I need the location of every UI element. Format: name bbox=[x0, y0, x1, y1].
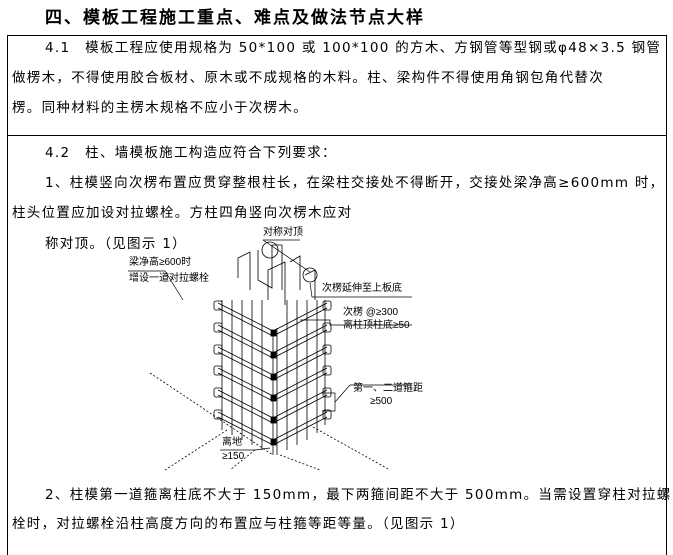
para-4-1-line2: 做楞木，不得使用胶合板材、原木或不成规格的木料。柱、梁构件不得使用角钢包角代替次 bbox=[12, 70, 604, 86]
yoke-3 bbox=[213, 344, 332, 381]
leader-lines bbox=[128, 239, 412, 451]
yoke-1 bbox=[213, 300, 332, 337]
label-spacing: 次楞 @≥300 bbox=[343, 307, 399, 318]
yoke-4 bbox=[213, 365, 332, 402]
item2-line1: 2、柱模第一道箍离柱底不大于 150mm，最下两箍间距不大于 500mm。当需设… bbox=[45, 487, 672, 503]
item1-line2: 柱头位置应加设对拉螺栓。方柱四角竖向次楞木应对 bbox=[12, 205, 353, 221]
yoke-2 bbox=[213, 322, 332, 359]
para-4-2-heading: 4.2 柱、墙模板施工构造应符合下列要求： bbox=[45, 145, 337, 161]
item1-line1: 1、柱模竖向次楞布置应贯穿整根柱长，在梁柱交接处不得断开，交接处梁净高≥600m… bbox=[45, 175, 665, 191]
label-beam-height: 梁净高≥600时 bbox=[129, 257, 192, 268]
label-hoop-spacing: 第一、二道箍距 bbox=[353, 383, 423, 394]
para-4-1-line1: 4.1 模板工程应使用规格为 50*100 或 100*100 的方木、方钢管等… bbox=[45, 40, 662, 56]
label-add-bolt: 增设一道对拉螺栓 bbox=[129, 273, 209, 284]
label-symmetric-top: 对称对顶 bbox=[263, 227, 303, 238]
content-table bbox=[7, 35, 667, 555]
column-top-studs bbox=[237, 241, 318, 305]
label-ground: 离地 bbox=[222, 437, 242, 448]
row-divider bbox=[7, 135, 667, 136]
label-ground-value: ≥150 bbox=[222, 451, 245, 462]
yoke-6 bbox=[213, 409, 332, 446]
column-yokes bbox=[213, 300, 332, 446]
column-formwork-diagram bbox=[128, 239, 412, 471]
label-extend: 次楞延伸至上板底 bbox=[322, 283, 402, 294]
yoke-5 bbox=[213, 387, 332, 424]
para-4-1-line3: 楞。同种材料的主楞木规格不应小于次楞木。 bbox=[12, 100, 308, 116]
label-top-bottom: 离柱顶柱底≥50 bbox=[343, 320, 410, 331]
section-title: 四、模板工程施工重点、难点及做法节点大样 bbox=[45, 8, 425, 28]
item2-line2: 栓时，对拉螺栓沿柱高度方向的布置应与柱箍等距等量。（见图示 1） bbox=[12, 516, 465, 532]
item1-line3: 称对顶。（见图示 1） bbox=[45, 236, 187, 252]
column-body bbox=[221, 300, 326, 455]
label-hoop-value: ≥500 bbox=[370, 396, 393, 407]
axis-lines bbox=[149, 372, 391, 471]
